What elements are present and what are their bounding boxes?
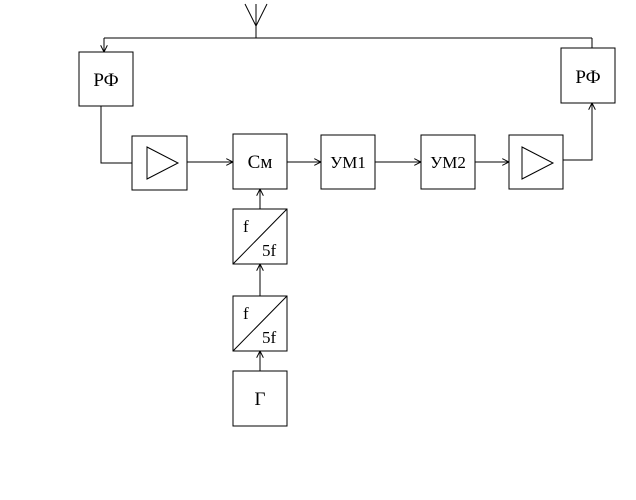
amplifier-1 [131, 135, 188, 191]
wire-rf-left-to-amp1 [100, 106, 132, 164]
frequency-multiplier-lower: f 5f [232, 295, 288, 352]
wire-amp2-to-rf-right [563, 103, 592, 161]
amplifier-2 [508, 134, 564, 190]
rf-filter-right: РФ [560, 47, 616, 104]
rf-filter-right-label: РФ [575, 67, 600, 88]
pa2-label: УМ2 [430, 153, 466, 172]
rf-filter-left-label: РФ [93, 70, 118, 91]
power-amplifier-1: УМ1 [320, 134, 376, 190]
generator-label: Г [255, 389, 266, 410]
mixer-block: См [232, 133, 288, 190]
rf-filter-left: РФ [78, 51, 134, 107]
amplifier-triangle-icon [146, 146, 180, 180]
mult-lower-input-label: f [243, 304, 249, 323]
mixer-label: См [248, 152, 273, 173]
mult-upper-input-label: f [243, 217, 249, 236]
amplifier-triangle-icon [521, 146, 555, 180]
antenna-icon [244, 3, 268, 38]
frequency-multiplier-upper: f 5f [232, 208, 288, 265]
antenna-feed-line [104, 37, 593, 52]
mult-lower-output-label: 5f [262, 328, 277, 347]
power-amplifier-2: УМ2 [420, 134, 476, 190]
mult-upper-output-label: 5f [262, 241, 277, 260]
generator-block: Г [232, 370, 288, 427]
pa1-label: УМ1 [330, 153, 366, 172]
